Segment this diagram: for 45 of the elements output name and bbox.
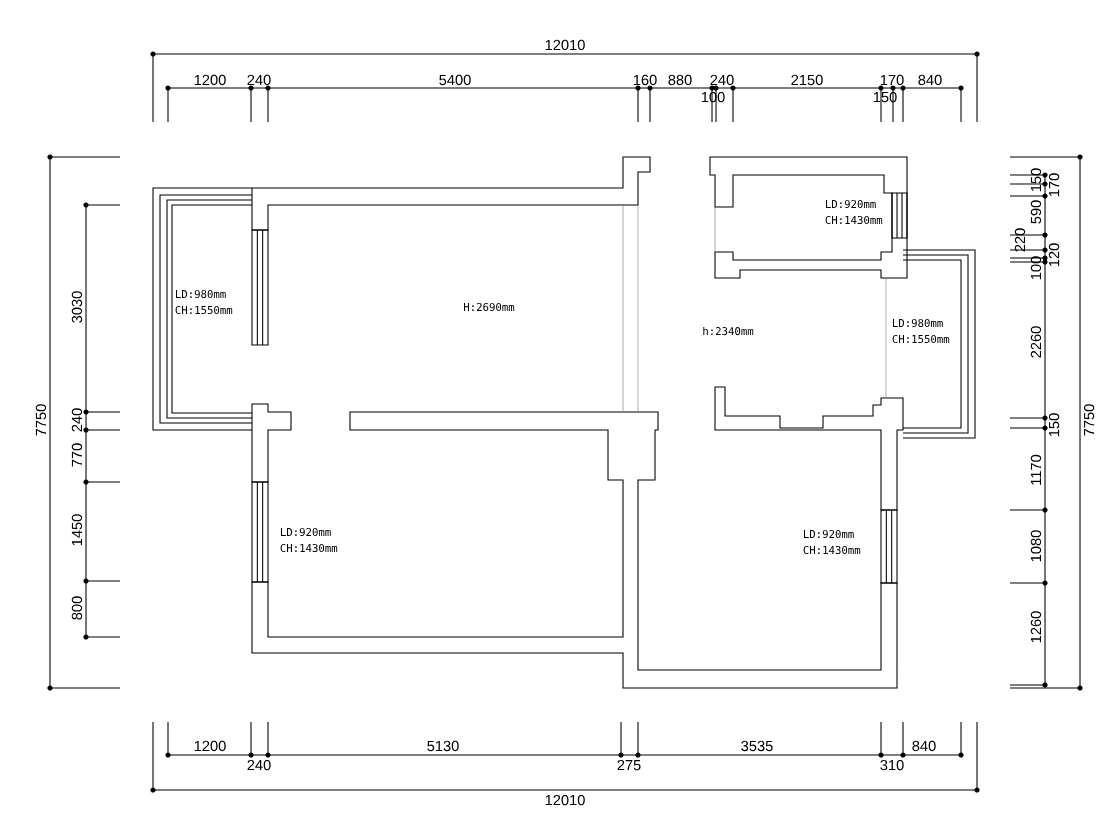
dimension-label: 170 (1048, 173, 1060, 197)
dimension-label: 120 (1048, 243, 1060, 267)
dimension-label: 12010 (545, 39, 585, 51)
dimension-label: 7750 (35, 404, 47, 436)
dimension-label: 2150 (791, 74, 823, 86)
dimension-label: 590 (1030, 200, 1042, 224)
dimension-label: 1170 (1030, 454, 1042, 485)
dimension-label: 240 (247, 74, 271, 86)
room-note: LD:920mm CH:1430mm (803, 529, 861, 555)
dimension-label: 1200 (194, 74, 226, 86)
dimension-label: 3030 (71, 291, 83, 323)
dimension-label: 3535 (741, 740, 773, 752)
dimension-label: 150 (873, 91, 897, 103)
dimension-label: 100 (1030, 256, 1042, 280)
dimension-label: 275 (617, 759, 641, 771)
ceiling-height-label: h:2340mm (703, 326, 754, 336)
dimension-label: 160 (633, 74, 657, 86)
room-note: LD:920mm CH:1430mm (825, 199, 883, 225)
dimension-label: 880 (668, 74, 692, 86)
room-note: LD:980mm CH:1550mm (175, 289, 233, 315)
dimension-label: 840 (912, 740, 936, 752)
dimension-label: 150 (1030, 168, 1042, 192)
dimension-label: 840 (918, 74, 942, 86)
dimension-label: 150 (1048, 413, 1060, 437)
dimension-label: 5400 (439, 74, 471, 86)
dimension-label: 310 (880, 759, 904, 771)
dimension-label: 220 (1014, 228, 1026, 252)
room-note: LD:920mm CH:1430mm (280, 527, 338, 553)
dimension-label: 170 (880, 74, 904, 86)
dimension-label: 5130 (427, 740, 459, 752)
dimension-label: 1200 (194, 740, 226, 752)
dimension-label: 7750 (1083, 404, 1095, 436)
dimension-label: 800 (71, 596, 83, 620)
room-note: LD:980mm CH:1550mm (892, 318, 950, 344)
dimension-label: 240 (710, 74, 734, 86)
dimension-label: 1080 (1030, 530, 1042, 562)
dimension-label: 1450 (71, 514, 83, 546)
dimension-label: 240 (247, 759, 271, 771)
dimension-label: 100 (701, 91, 725, 103)
ceiling-height-label: H:2690mm (464, 302, 515, 312)
dimension-label: 1260 (1030, 611, 1042, 643)
dimension-label: 770 (71, 443, 83, 467)
dimension-label: 12010 (545, 794, 585, 806)
dimension-label: 2260 (1030, 326, 1042, 358)
dimension-label: 240 (71, 408, 83, 432)
